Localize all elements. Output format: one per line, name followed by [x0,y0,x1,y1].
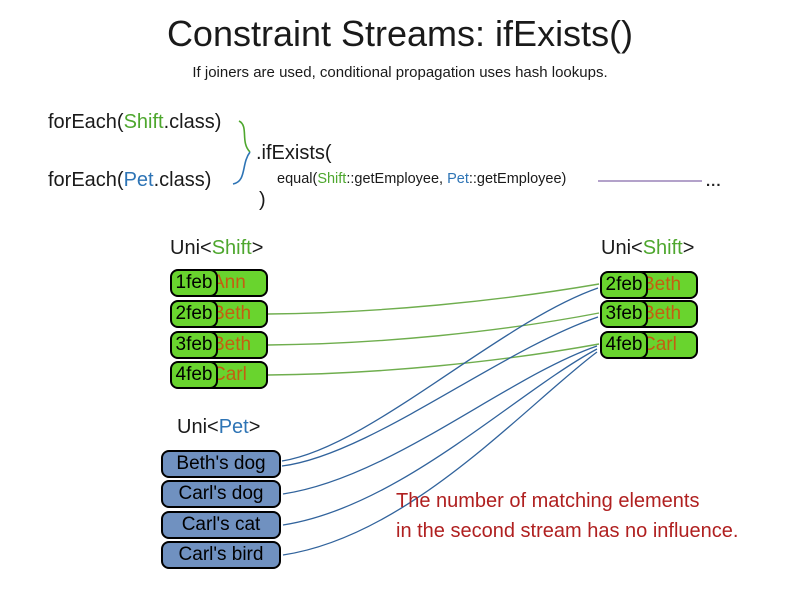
code-shift-class: Shift [123,111,164,133]
right-shift-row-3feb: Beth 3feb [600,300,698,328]
label-shift-type: Shift [642,237,683,259]
shift-date-cell: 3feb [600,300,648,328]
brace-bottom-curve [232,151,251,185]
left-shift-row-1feb: Ann 1feb [170,269,268,297]
code-shift-ref: Shift [317,171,347,187]
influence-note: The number of matching elements in the s… [396,486,738,546]
uni-shift-left-label: Uni<Shift> [170,237,263,260]
pet-row-carls-cat: Carl's cat [161,511,281,539]
code-ellipsis: ... [706,173,722,190]
label-text: Uni< [170,237,212,259]
code-pet-ref: Pet [447,171,469,187]
label-text: Uni< [177,416,219,438]
note-line-2: in the second stream has no influence. [396,520,739,542]
pet-link-carlsdog-4feb [282,345,598,495]
label-shift-type: Shift [211,237,252,259]
pet-row-carls-bird: Carl's bird [161,541,281,569]
left-shift-row-4feb: Carl 4feb [170,361,268,389]
code-text: equal( [277,171,318,187]
left-shift-row-3feb: Beth 3feb [170,331,268,359]
shift-date-cell: 1feb [170,269,218,297]
shift-date-cell: 4feb [600,331,648,359]
code-foreach-pet: forEach(Pet.class) [48,169,211,192]
shift-date-cell: 2feb [170,300,218,328]
code-text: ::getEmployee) [468,171,567,187]
code-text: forEach( [48,111,124,133]
uni-pet-label: Uni<Pet> [177,416,260,439]
code-close-paren: ) [259,189,266,211]
shift-date-cell: 3feb [170,331,218,359]
page-subtitle: If joiners are used, conditional propaga… [192,64,608,81]
uni-shift-right-label: Uni<Shift> [601,237,694,260]
shift-date-cell: 2feb [600,271,648,299]
page-title: Constraint Streams: ifExists() [166,13,634,54]
code-text: forEach( [48,169,124,191]
shift-link-2feb [267,283,600,315]
label-text: Uni< [601,237,643,259]
code-text: ::getEmployee, [346,171,448,187]
code-text: .class) [153,169,212,191]
right-shift-row-2feb: Beth 2feb [600,271,698,299]
pet-row-carls-dog: Carl's dog [161,480,281,508]
label-text: > [248,416,261,438]
pet-row-beths-dog: Beth's dog [161,450,281,478]
brace-top-curve [238,120,251,153]
label-text: > [682,237,695,259]
note-line-1: The number of matching elements [396,490,700,512]
code-text: .class) [163,111,222,133]
shift-link-3feb [267,312,600,346]
right-shift-row-4feb: Carl 4feb [600,331,698,359]
shift-date-cell: 4feb [170,361,218,389]
code-equal-joiner: equal(Shift::getEmployee, Pet::getEmploy… [277,171,566,187]
code-pet-class: Pet [123,169,154,191]
pet-link-bethsdog-3feb [281,316,599,467]
pet-link-bethsdog-2feb [281,287,599,462]
shift-link-4feb [267,343,600,376]
shift-name-cell: Beth [633,271,698,299]
label-pet-type: Pet [218,416,249,438]
code-foreach-shift: forEach(Shift.class) [48,111,221,134]
code-ifexists: .ifExists( [256,142,332,164]
label-text: > [251,237,264,259]
left-shift-row-2feb: Beth 2feb [170,300,268,328]
